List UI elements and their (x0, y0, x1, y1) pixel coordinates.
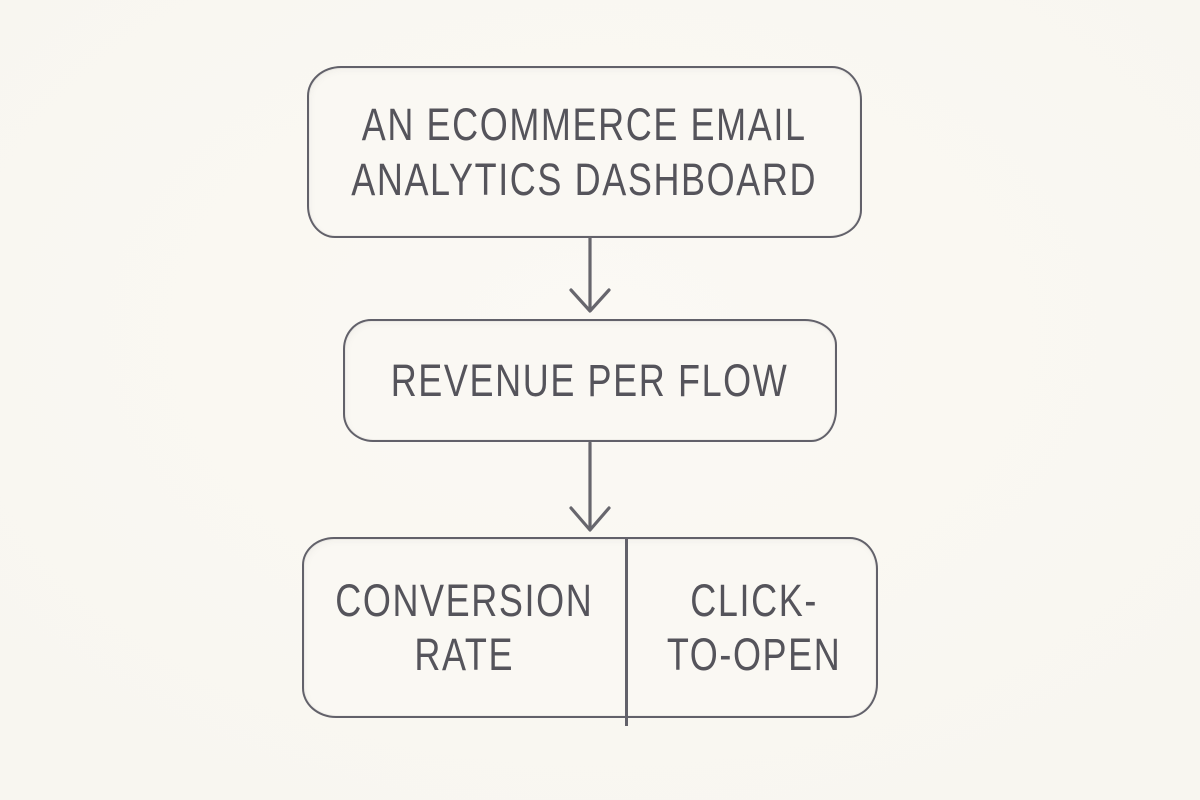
cell-conversion-rate-line1: CONVERSION (335, 574, 594, 626)
arrow-down-icon (569, 236, 611, 313)
node-revenue-label: REVENUE PER FLOW (391, 355, 789, 406)
cell-conversion-rate-label: CONVERSION RATE (335, 574, 593, 682)
cell-divider (625, 537, 628, 726)
arrow-down-icon (569, 441, 611, 532)
node-dashboard-label: AN ECOMMERCE EMAIL ANALYTICS DASHBOARD (352, 97, 818, 207)
node-dashboard-line1: AN ECOMMERCE EMAIL (362, 99, 807, 150)
cell-click-to-open-line1: CLICK- (690, 574, 818, 626)
node-dashboard-line2: ANALYTICS DASHBOARD (351, 154, 818, 205)
cell-click-to-open: CLICK- TO-OPEN (628, 539, 880, 716)
cell-conversion-rate-line2: RATE (414, 628, 515, 680)
cell-conversion-rate: CONVERSION RATE (304, 539, 625, 716)
node-dashboard: AN ECOMMERCE EMAIL ANALYTICS DASHBOARD (307, 66, 862, 238)
cell-click-to-open-line2: TO-OPEN (666, 628, 842, 680)
cell-click-to-open-label: CLICK- TO-OPEN (667, 574, 842, 682)
node-metrics: CONVERSION RATE CLICK- TO-OPEN (302, 537, 880, 726)
node-revenue: REVENUE PER FLOW (343, 319, 837, 442)
